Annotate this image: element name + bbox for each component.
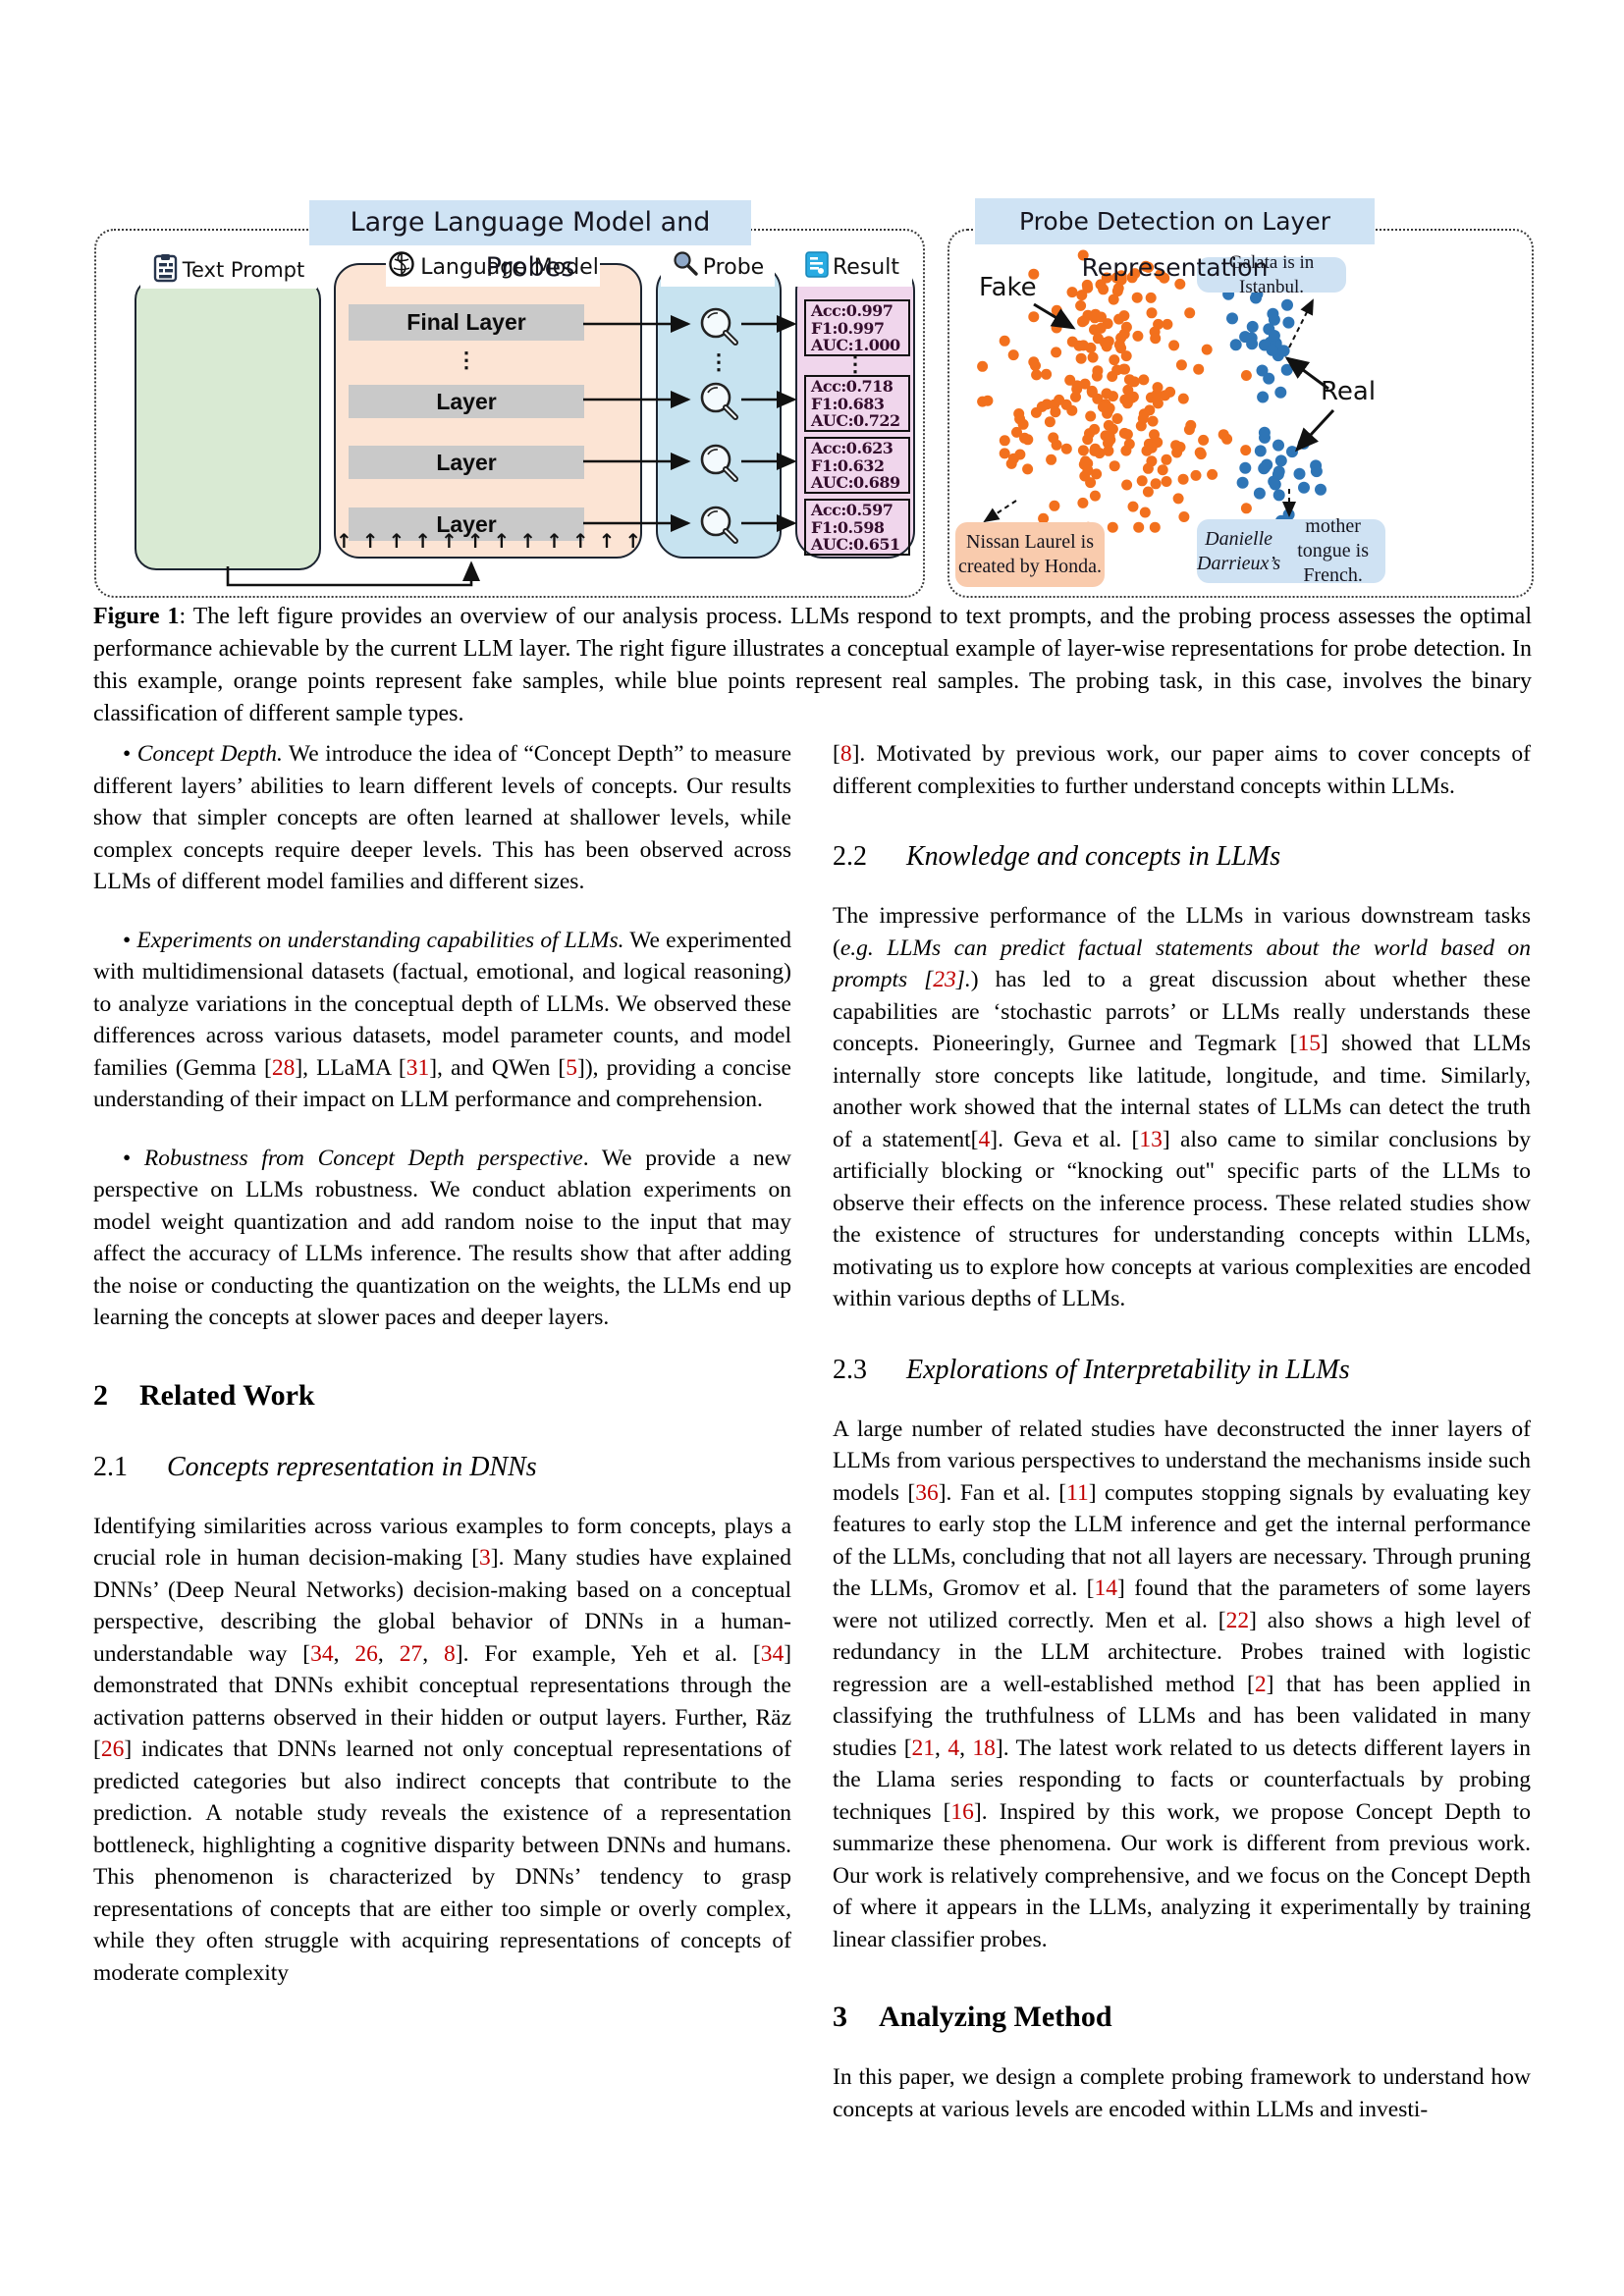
lm-layer-bar: Layer: [349, 385, 584, 418]
language-model-label-chip: Language Model: [386, 247, 600, 287]
left-column: • Concept Depth. We introduce the idea o…: [93, 738, 791, 2125]
result-label: Result: [833, 254, 899, 280]
token-up-arrows: ↑↑↑↑↑↑↑↑↑↑↑↑: [336, 529, 652, 553]
language-model-label: Language Model: [420, 255, 599, 280]
paragraph-2-1: Identifying similarities across various …: [93, 1513, 792, 1986]
metric-f1: F1:0.598: [811, 517, 885, 537]
text-prompt-label-chip: Text Prompt: [140, 251, 317, 289]
metric-auc: AUC:0.689: [811, 473, 900, 492]
magnifier-icon: [695, 503, 742, 553]
text-prompt-label: Text Prompt: [182, 258, 305, 282]
result-ellipsis: ⋮: [844, 351, 866, 376]
real-cluster-label: Real: [1321, 377, 1377, 406]
fake-cluster-label: Fake: [979, 273, 1037, 302]
magnifier-icon: [695, 379, 742, 429]
lm-layer-bar: Layer: [349, 446, 584, 479]
paragraph-3: In this paper, we design a complete prob…: [833, 2064, 1531, 2122]
text-prompt-panel: [135, 278, 321, 570]
lm-final-layer-bar: Final Layer: [349, 304, 584, 341]
result-label-chip: Result: [792, 247, 912, 287]
probe-label: Probe: [702, 254, 765, 280]
danielle-callout: Danielle Darrieux’s mother tongue is Fre…: [1197, 515, 1385, 586]
result-metrics-box: Acc:0.997 F1:0.997 AUC:1.000: [804, 299, 910, 356]
figure-left-title: Large Language Model and Probes: [309, 200, 751, 283]
right-column: [8]. Motivated by previous work, our pap…: [833, 738, 1531, 2125]
result-metrics-box: Acc:0.718 F1:0.683 AUC:0.722: [804, 375, 910, 432]
paragraph-2-3: A large number of related studies have d…: [833, 1415, 1532, 1952]
metric-f1: F1:0.997: [811, 318, 885, 338]
probe-label-chip: Probe: [661, 247, 775, 287]
bullet-concept-depth: • Concept Depth. We introduce the idea o…: [93, 741, 791, 894]
probe-ellipsis: ⋮: [708, 349, 730, 374]
metric-acc: Acc:0.623: [811, 439, 893, 457]
metric-auc: AUC:1.000: [811, 336, 900, 354]
language-model-panel: Final Layer ⋮ Layer Layer Layer ↑↑↑↑↑↑↑↑…: [334, 263, 642, 559]
metric-f1: F1:0.683: [811, 394, 885, 413]
result-metrics-box: Acc:0.623 F1:0.632 AUC:0.689: [804, 437, 910, 494]
result-panel: Acc:0.997 F1:0.997 AUC:1.000 ⋮ Acc:0.718…: [795, 263, 915, 559]
magnifier-icon: [695, 304, 742, 354]
body-columns: • Concept Depth. We introduce the idea o…: [93, 738, 1532, 2125]
clipboard-icon: [153, 253, 179, 288]
paragraph-2-2: The impressive performance of the LLMs i…: [833, 903, 1531, 1311]
metric-auc: AUC:0.722: [811, 411, 900, 430]
nissan-callout: Nissan Laurel is created by Honda.: [955, 522, 1105, 587]
paragraph-continuation: [8]. Motivated by previous work, our pap…: [833, 741, 1531, 799]
report-icon: [805, 250, 829, 284]
figure-1: Large Language Model and Probes Probe De…: [93, 137, 1534, 599]
result-metrics-box: Acc:0.597 F1:0.598 AUC:0.651: [804, 499, 910, 556]
lm-layer-bar: Layer: [349, 507, 584, 541]
magnifier-icon: [695, 441, 742, 491]
brain-icon: [387, 249, 416, 285]
bullet-robustness: • Robustness from Concept Depth perspect…: [93, 1145, 791, 1331]
metric-acc: Acc:0.718: [811, 377, 893, 396]
figure-right-title: Probe Detection on Layer Representation: [975, 198, 1375, 282]
metric-auc: AUC:0.651: [811, 535, 900, 554]
figure-caption: Figure 1: The left figure provides an ov…: [93, 604, 1533, 726]
bullet-experiments: • Experiments on understanding capabilit…: [93, 927, 791, 1113]
metric-acc: Acc:0.597: [811, 501, 893, 519]
galata-callout: Galata is in Istanbul.: [1197, 252, 1346, 297]
lm-ellipsis: ⋮: [456, 347, 477, 372]
magnifier-icon: [672, 250, 699, 284]
probe-panel: ⋮: [656, 263, 782, 559]
metric-f1: F1:0.632: [811, 455, 885, 475]
metric-acc: Acc:0.997: [811, 301, 893, 320]
